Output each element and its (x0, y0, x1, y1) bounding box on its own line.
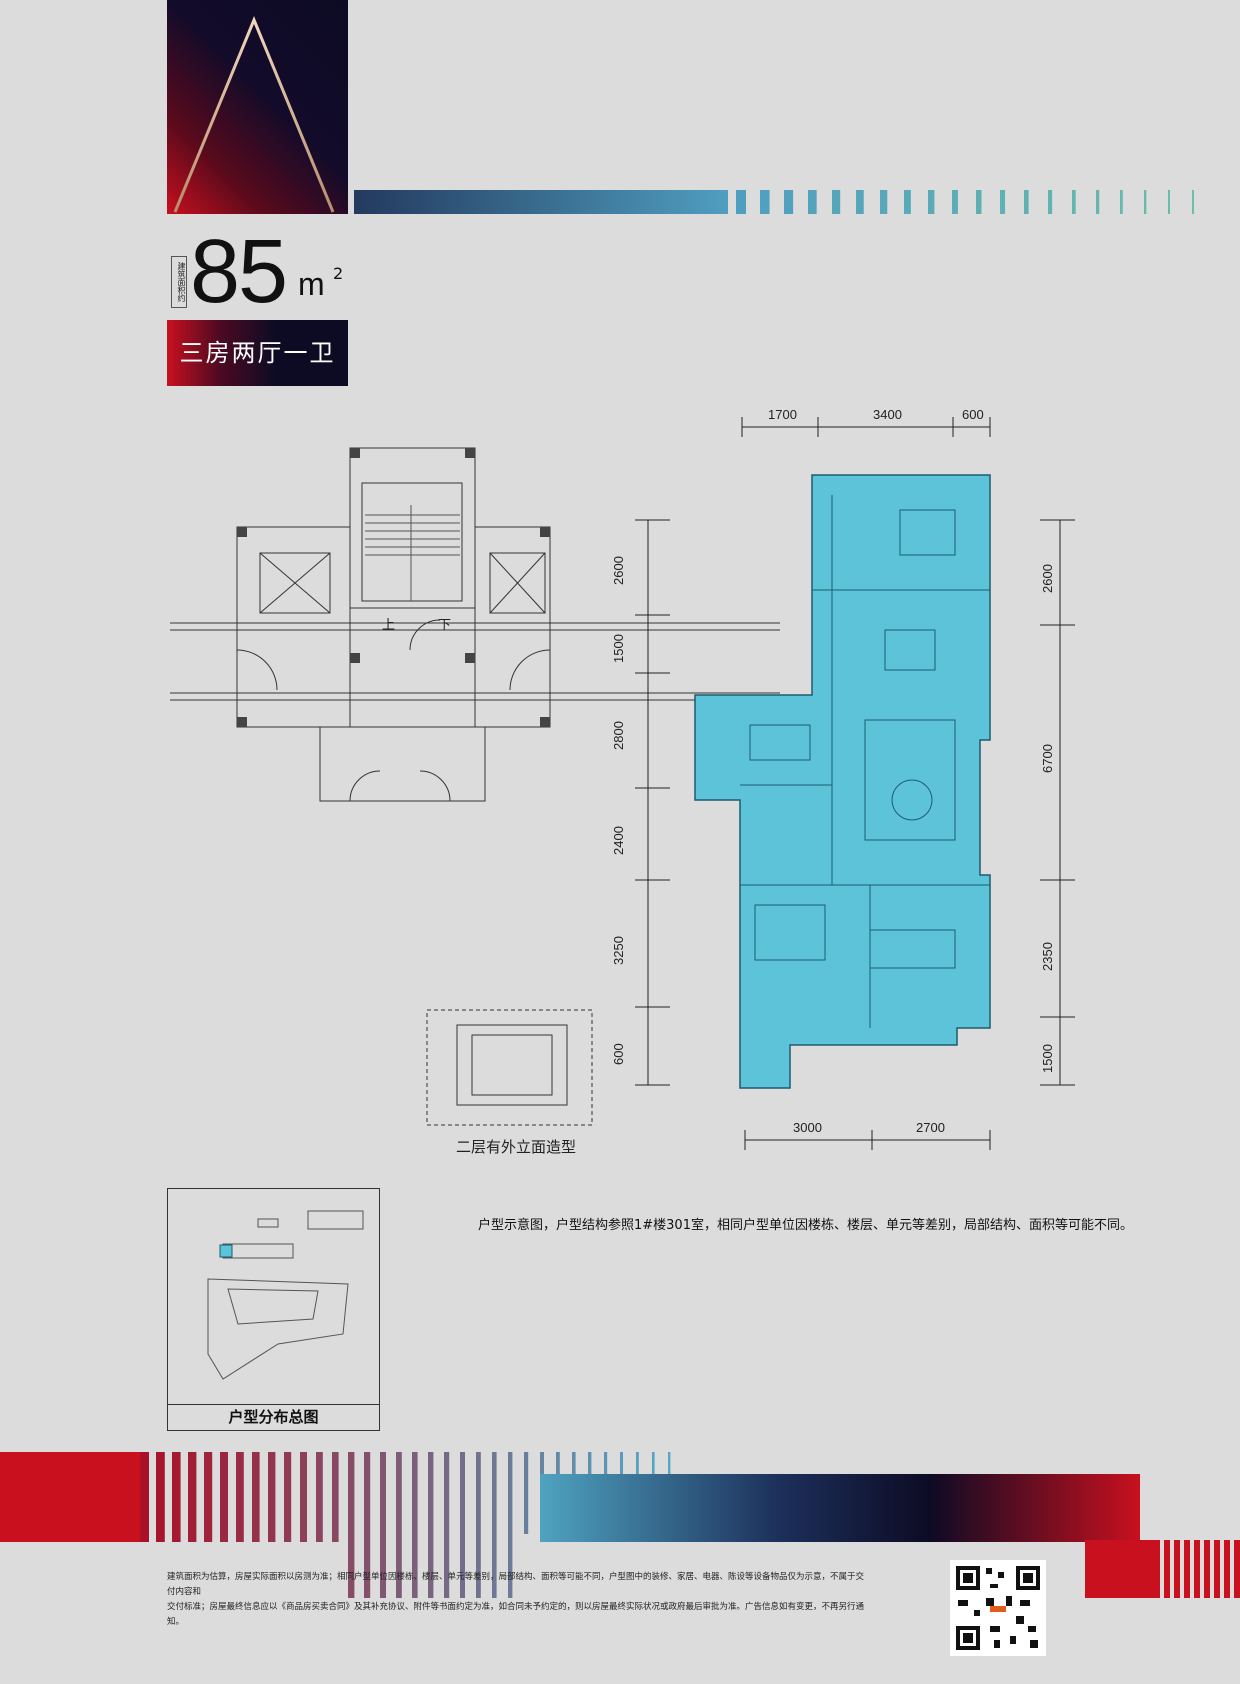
bottom-stripe-bar (428, 1452, 434, 1598)
bottom-stripe-bar (348, 1452, 355, 1598)
dim-left-2: 1500 (611, 634, 626, 663)
bottom-stripe-bar (460, 1452, 465, 1598)
disclaimer-line-1: 建筑面积为估算，房屋实际面积以房测为准；相同户型单位因楼栋、楼层、单元等差别，局… (167, 1572, 865, 1597)
unit-type-badge: A (167, 0, 348, 214)
dim-top-2: 3400 (873, 407, 902, 422)
bottom-stripe-bar (524, 1452, 529, 1534)
bottom-decorative-stripes (0, 1452, 1240, 1598)
layout-banner: 三房两厅一卫 (167, 320, 348, 386)
bottom-stripe-bar (220, 1452, 228, 1542)
right-lobby-outline (474, 526, 551, 728)
bottom-stripe-bar (236, 1452, 244, 1542)
bottom-stripe-bar (332, 1452, 339, 1542)
bottom-stripe-bar (140, 1452, 149, 1542)
bottom-stripe-bar (476, 1452, 481, 1598)
bottom-stripe-bar (412, 1452, 418, 1598)
dim-left-5: 3250 (611, 936, 626, 965)
floor-plan: 上 下 (170, 407, 1075, 1150)
top-stripe-bar (808, 190, 817, 214)
qr-code (950, 1560, 1046, 1656)
area-side-label: 建筑面积约 (171, 256, 187, 308)
bottom-stripe-bar (284, 1452, 292, 1542)
top-stripe-bar (856, 190, 864, 214)
bottom-stripe-bar (508, 1452, 513, 1598)
bottom-stripe-bar (316, 1452, 323, 1542)
bottom-stripe-bar (172, 1452, 181, 1542)
unit-type-letter-graphic (173, 16, 335, 213)
top-stripe-bar (1048, 190, 1053, 214)
top-stripe-bar (760, 190, 770, 214)
top-stripe-bar (928, 190, 935, 214)
dim-top-3: 600 (962, 407, 984, 422)
bottom-right-stripe-gap (1200, 1540, 1204, 1598)
bottom-stripe-bar (364, 1452, 371, 1598)
dim-right-1: 2600 (1040, 564, 1055, 593)
top-stripe-bar (1168, 190, 1170, 214)
bottom-stripe-bar (156, 1452, 165, 1542)
dim-bottom-2: 2700 (916, 1120, 945, 1135)
bottom-stripe-bar (380, 1452, 386, 1598)
bottom-right-stripe-gap (1230, 1540, 1234, 1598)
bottom-right-stripe-gap (1180, 1540, 1184, 1598)
top-stripe-bar (1000, 190, 1006, 214)
top-stripe-bar (784, 190, 794, 214)
dim-right-2: 6700 (1040, 744, 1055, 773)
bottom-stripe-bar (492, 1452, 497, 1598)
dim-left-1: 2600 (611, 556, 626, 585)
stair-core-outline (349, 447, 476, 609)
entrance-outline (319, 726, 486, 802)
plan-note: 户型示意图，户型结构参照1#楼301室，相同户型单位因楼栋、楼层、单元等差别，局… (478, 1218, 1133, 1233)
elevator-left (259, 552, 331, 614)
top-stripe-bar (832, 190, 841, 214)
top-stripe-bar (904, 190, 911, 214)
location-map-caption: 户型分布总图 (168, 1404, 379, 1430)
dim-right-4: 1500 (1040, 1044, 1055, 1073)
area-unit-superscript: 2 (333, 264, 344, 283)
left-lobby-outline (236, 526, 351, 728)
unit-a-highlight (694, 474, 991, 1089)
top-stripe-bar (736, 190, 746, 214)
top-stripe-bar (952, 190, 958, 214)
dim-bottom-1: 3000 (793, 1120, 822, 1135)
bottom-right-stripe-gap (1170, 1540, 1174, 1598)
disclaimer-line-2: 交付标准；房屋最终信息应以《商品房买卖合同》及其补充协议、附件等书面约定为准，如… (167, 1602, 865, 1627)
bottom-stripe-bar (300, 1452, 307, 1542)
top-stripe-bar (1072, 190, 1076, 214)
top-stripe-bar (976, 190, 982, 214)
top-stripe-bar (1096, 190, 1100, 214)
bottom-right-stripe-gap (1160, 1540, 1164, 1598)
bottom-stripe-bar (252, 1452, 260, 1542)
bottom-stripe-bar (188, 1452, 197, 1542)
bottom-right-stripe-gap (1220, 1540, 1224, 1598)
area-unit: m (298, 266, 325, 302)
area-value: 85 (190, 222, 288, 322)
location-map: 户型分布总图 (167, 1188, 380, 1431)
layout-text: 三房两厅一卫 (179, 339, 336, 367)
disclaimer: 建筑面积为估算，房屋实际面积以房测为准；相同户型单位因楼栋、楼层、单元等差别，局… (167, 1570, 867, 1630)
top-stripe-bar (1144, 190, 1147, 214)
bottom-stripe-bar (268, 1452, 276, 1542)
elevator-right (489, 552, 546, 614)
dim-left-4: 2400 (611, 826, 626, 855)
top-stripe-bar (880, 190, 888, 214)
unit-type-letter: A (167, 0, 348, 214)
top-stripe-bar (1192, 190, 1194, 214)
bottom-stripe-bar (396, 1452, 402, 1598)
stair-up-label: 上 (382, 617, 395, 632)
stairwell (361, 482, 463, 602)
dim-left-6: 600 (611, 1043, 626, 1065)
site-plan-graphic (207, 1210, 364, 1380)
elevation-caption: 二层有外立面造型 (456, 1138, 577, 1156)
dim-left-3: 2800 (611, 721, 626, 750)
dim-right-3: 2350 (1040, 942, 1055, 971)
top-decorative-stripe (354, 190, 1194, 214)
stair-down-label: 下 (438, 617, 451, 632)
bottom-stripe-bar (204, 1452, 213, 1542)
top-stripe-bar (1024, 190, 1029, 214)
bottom-right-stripe-gap (1190, 1540, 1194, 1598)
bottom-stripe-bar (444, 1452, 450, 1598)
bottom-right-stripe-gap (1210, 1540, 1214, 1598)
dim-top-1: 1700 (768, 407, 797, 422)
top-stripe-bar (1120, 190, 1123, 214)
